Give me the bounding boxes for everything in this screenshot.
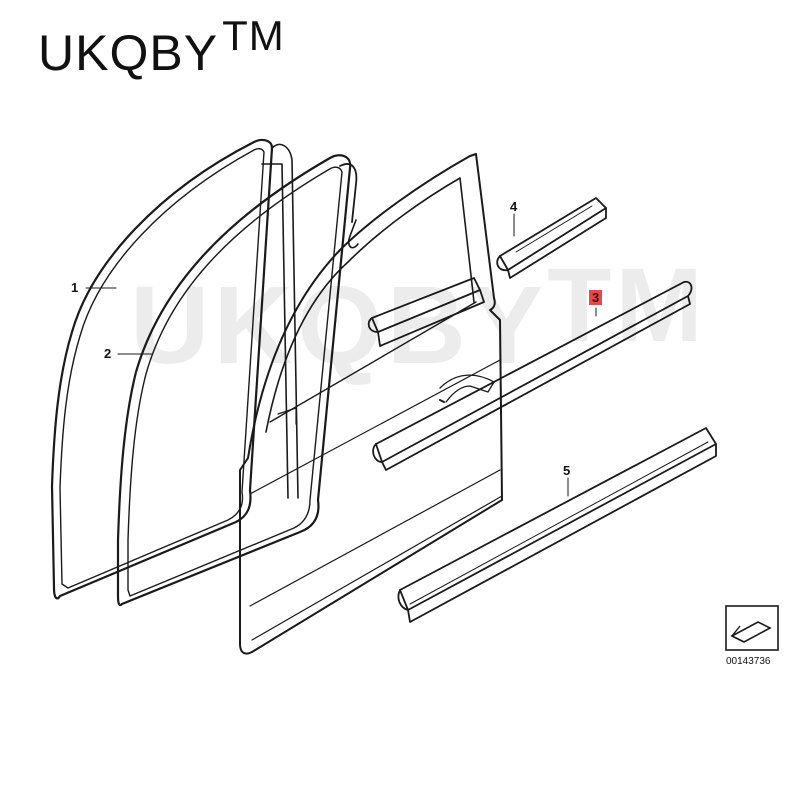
arrow-box-icon [725,605,779,651]
channel-strip-4 [496,197,607,279]
brand-logo: UKQBYTM [38,15,285,81]
leader-lines [85,213,597,497]
callout-4: 4 [510,199,518,214]
seal-ring-2 [116,154,359,607]
sill-strip-5 [397,427,717,623]
seal-ring-1 [50,138,299,600]
callout-5: 5 [563,463,571,478]
callout-2: 2 [104,346,112,361]
inner-window-strip [367,277,485,347]
callout-1: 1 [71,280,79,295]
door-panel [239,153,503,655]
moulding-strip-3 [372,280,693,471]
brand-name: UKQBY [38,25,219,81]
callout-3-highlighted: 3 [589,290,603,305]
diagram-code: 00143736 [726,656,771,667]
brand-trademark: TM [222,12,285,59]
